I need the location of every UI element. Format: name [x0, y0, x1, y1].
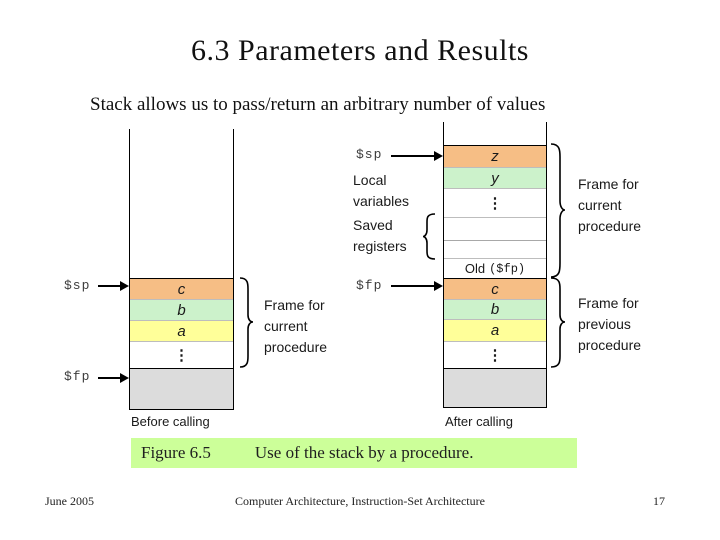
fp-pointer-label: $fp	[64, 369, 91, 384]
saved-register-cell	[444, 217, 546, 240]
page-title: 6.3 Parameters and Results	[191, 34, 529, 67]
fp-pointer-label: $fp	[356, 278, 383, 293]
stack-cell: a	[444, 319, 546, 341]
stack-block-older	[444, 368, 546, 408]
stack-cell: b	[130, 299, 233, 320]
frame-brace-icon	[550, 277, 566, 368]
before-calling-label: Before calling	[131, 414, 210, 429]
stack-cell-ellipsis: ⋮	[130, 341, 233, 368]
fp-arrow-icon	[98, 373, 129, 383]
body-text: Stack allows us to pass/return an arbitr…	[90, 94, 546, 115]
stack-block-older	[130, 368, 233, 410]
frame-current-label: Frame for current procedure	[264, 297, 328, 355]
stack-cell: y	[444, 167, 546, 188]
saved-register-cell	[444, 240, 546, 258]
sp-pointer-label: $sp	[356, 147, 383, 162]
footer-date: June 2005	[45, 494, 94, 508]
frame-previous-label: Frame for previous procedure	[578, 295, 642, 353]
footer-page-number: 17	[653, 494, 665, 508]
saved-registers-label: Saved registers	[353, 217, 407, 254]
stack-cell-ellipsis: ⋮	[444, 341, 546, 368]
frame-brace-icon	[239, 277, 254, 368]
stack-cell: b	[444, 299, 546, 319]
old-fp-text: Old	[464, 261, 486, 276]
old-fp-cell: Old ($fp)	[444, 258, 546, 278]
old-fp-register: ($fp)	[489, 261, 526, 276]
stack-cell-ellipsis: ⋮	[444, 188, 546, 217]
frame-brace-icon	[550, 143, 566, 278]
figure-caption: Figure 6.5 Use of the stack by a procedu…	[131, 438, 577, 468]
footer-course-title: Computer Architecture, Instruction-Set A…	[235, 494, 485, 508]
after-calling-label: After calling	[445, 414, 513, 429]
local-variables-label: Local variables	[353, 172, 410, 209]
sp-pointer-label: $sp	[64, 278, 91, 293]
stack-cell: c	[130, 278, 233, 299]
stack-cell: c	[444, 278, 546, 299]
figure-number: Figure 6.5	[141, 443, 211, 462]
stack-cell: z	[444, 145, 546, 167]
fp-arrow-icon	[391, 281, 443, 291]
frame-current-label: Frame for current procedure	[578, 176, 642, 234]
figure-caption-text: Use of the stack by a procedure.	[254, 443, 474, 462]
stack-cell: a	[130, 320, 233, 341]
saved-registers-brace-icon	[422, 213, 436, 260]
stack-before: c b a ⋮	[129, 129, 234, 410]
stack-after: z y ⋮ Old ($fp) c b a ⋮	[443, 122, 547, 408]
sp-arrow-icon	[391, 151, 443, 161]
sp-arrow-icon	[98, 281, 129, 291]
